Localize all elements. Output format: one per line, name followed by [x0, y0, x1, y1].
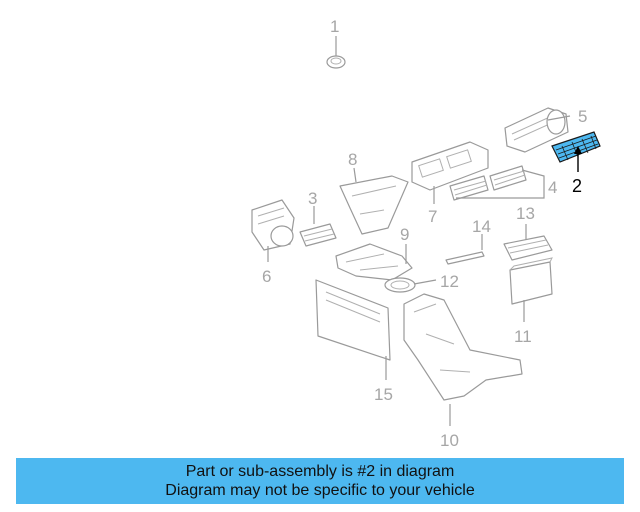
banner-line-part: Part or sub-assembly is #2 in diagram	[185, 463, 455, 480]
callout-3: 3	[308, 189, 317, 208]
callout-15: 15	[374, 385, 393, 404]
part-12-seal-ring[interactable]	[384, 277, 416, 293]
callout-12: 12	[440, 272, 459, 291]
banner-line-disclaimer: Diagram may not be specific to your vehi…	[165, 482, 475, 499]
part-14-strip[interactable]	[445, 251, 485, 265]
leader-2-arrow	[574, 146, 582, 154]
callout-1: 1	[330, 17, 339, 36]
callout-14: 14	[472, 217, 491, 236]
leader-8	[353, 167, 357, 183]
callout-5: 5	[578, 107, 587, 126]
callout-2: 2	[572, 176, 582, 196]
part-9-duct-elbow[interactable]	[335, 243, 413, 281]
part-11-vent-box[interactable]	[509, 257, 553, 305]
leader-12	[413, 279, 437, 285]
leader-4	[456, 169, 545, 199]
leader-5	[547, 115, 571, 121]
leader-lines	[267, 36, 582, 426]
callout-labels: 1 2 3 4 5 6 7 8 9 10 11 12 13 14 15	[262, 17, 587, 450]
part-13-vent-louver[interactable]	[503, 235, 553, 261]
callout-13: 13	[516, 204, 535, 223]
callout-9: 9	[400, 225, 409, 244]
part-10-floor-duct[interactable]	[403, 293, 523, 401]
part-3-small-vent[interactable]	[299, 223, 337, 247]
parts-diagram: 1 2 3 4 5 6 7 8 9 10 11 12 13 14 15	[251, 17, 601, 450]
part-8-duct[interactable]	[339, 175, 409, 235]
part-2-grille[interactable]	[551, 131, 601, 163]
info-banner: Part or sub-assembly is #2 in diagram Di…	[16, 458, 624, 504]
part-7-center-vent-panel[interactable]	[411, 141, 489, 191]
callout-7: 7	[428, 207, 437, 226]
part-1-clip[interactable]	[326, 42, 346, 69]
callout-10: 10	[440, 431, 459, 450]
part-15-side-panel[interactable]	[315, 279, 391, 361]
part-4-vent-grilles[interactable]	[449, 165, 527, 201]
callout-4: 4	[548, 178, 557, 197]
part-6-side-vent[interactable]	[251, 199, 295, 251]
callout-8: 8	[348, 150, 357, 169]
callout-11: 11	[514, 327, 532, 346]
callout-6: 6	[262, 267, 271, 286]
